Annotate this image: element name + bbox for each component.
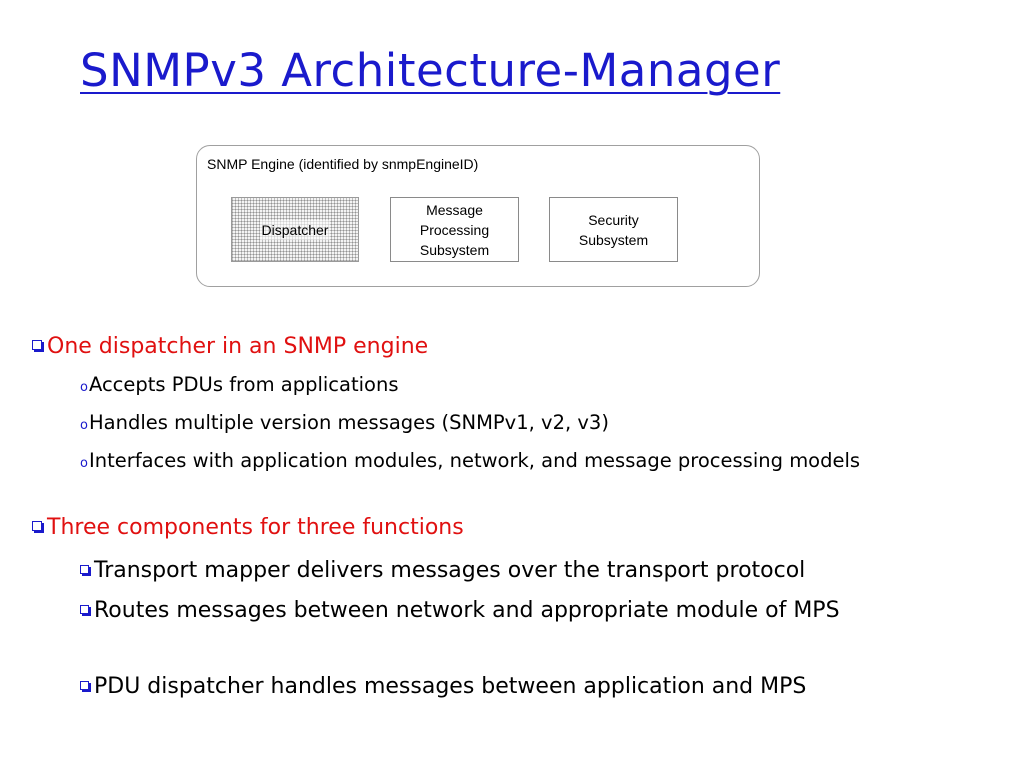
small-o-icon: o	[80, 418, 88, 433]
small-o-icon: o	[80, 456, 88, 471]
sub-bullet-text: Transport mapper delivers messages over …	[94, 558, 806, 583]
hollow-square-icon	[80, 681, 89, 690]
snmp-engine-box: SNMP Engine (identified by snmpEngineID)…	[196, 145, 760, 287]
security-subsystem-label: Security Subsystem	[578, 211, 649, 248]
message-processing-box: Message Processing Subsystem	[390, 197, 519, 262]
sub-bullet-pdu-dispatcher: PDU dispatcher handles messages between …	[80, 670, 980, 704]
hollow-square-icon	[32, 340, 42, 350]
sub-bullet-accepts-pdus: oAccepts PDUs from applications	[80, 370, 960, 403]
dispatcher-box: Dispatcher	[231, 197, 359, 262]
bullet-three-components: Three components for three functions	[32, 515, 464, 540]
bullet-text: Three components for three functions	[47, 515, 464, 540]
hollow-square-icon	[80, 605, 89, 614]
small-o-icon: o	[80, 380, 88, 395]
sub-bullet-text: Handles multiple version messages (SNMPv…	[88, 411, 609, 434]
sub-bullet-text: Accepts PDUs from applications	[88, 373, 399, 396]
sub-bullet-transport-mapper: Transport mapper delivers messages over …	[80, 554, 980, 588]
sub-bullet-text: Routes messages between network and appr…	[94, 598, 840, 623]
hollow-square-icon	[32, 521, 42, 531]
sub-bullet-multiple-versions: oHandles multiple version messages (SNMP…	[80, 408, 960, 441]
sub-bullet-interfaces: oInterfaces with application modules, ne…	[80, 446, 950, 479]
bullet-one-dispatcher: One dispatcher in an SNMP engine	[32, 334, 428, 359]
message-processing-label: Message Processing Subsystem	[419, 201, 490, 258]
dispatcher-label: Dispatcher	[259, 219, 331, 240]
engine-label: SNMP Engine (identified by snmpEngineID)	[207, 156, 479, 172]
sub-bullet-routes-messages: Routes messages between network and appr…	[80, 594, 930, 628]
sub-bullet-text: PDU dispatcher handles messages between …	[94, 674, 807, 699]
slide-title: SNMPv3 Architecture-Manager	[80, 44, 781, 97]
hollow-square-icon	[80, 565, 89, 574]
sub-bullet-text: Interfaces with application modules, net…	[88, 449, 861, 472]
bullet-text: One dispatcher in an SNMP engine	[47, 334, 429, 359]
security-subsystem-box: Security Subsystem	[549, 197, 678, 262]
